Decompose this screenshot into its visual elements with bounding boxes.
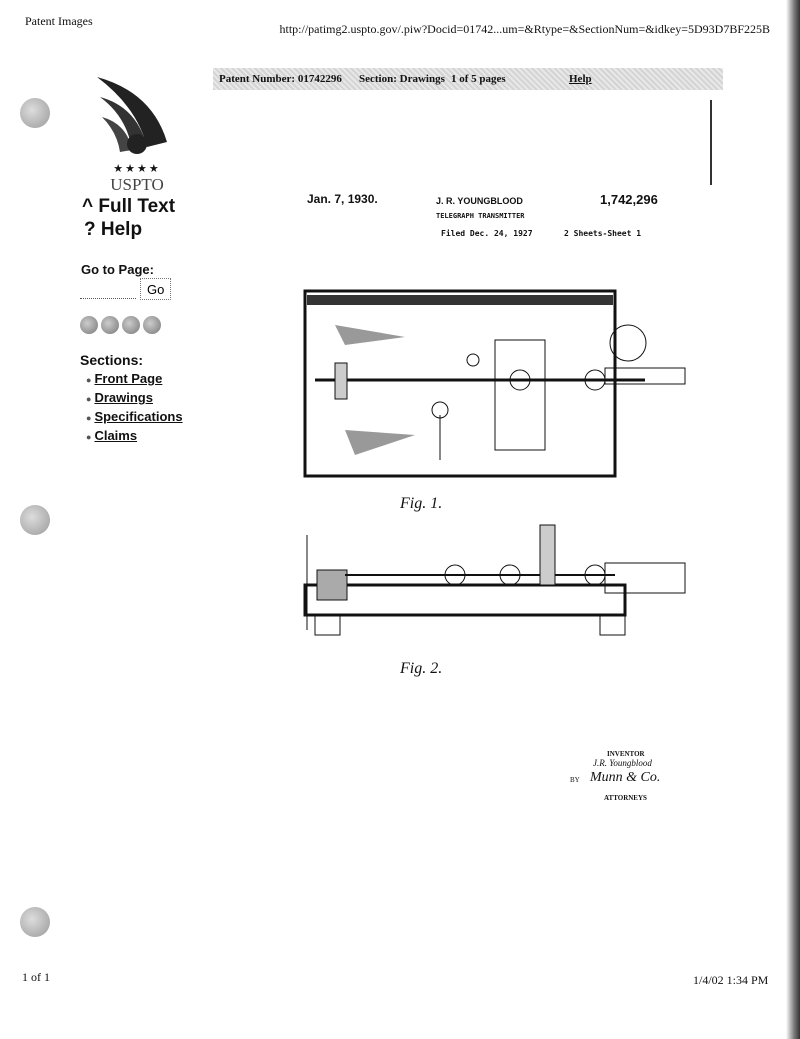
help-link[interactable]: ? Help [84, 219, 142, 241]
page-nav-buttons [80, 316, 164, 339]
patent-inventor: J. R. YOUNGBLOOD [436, 196, 523, 206]
section-specifications[interactable]: Specifications [86, 409, 182, 424]
goto-page-input[interactable] [80, 278, 136, 299]
fig2-label: Fig. 2. [400, 660, 443, 677]
first-page-button[interactable] [80, 316, 98, 334]
sections-title: Sections: [80, 352, 144, 368]
goto-label: Go to Page: [81, 262, 154, 277]
print-url: http://patimg2.uspto.gov/.piw?Docid=0174… [279, 22, 771, 36]
attorneys-label: ATTORNEYS [604, 794, 647, 802]
full-text-link[interactable]: ^ Full Text [82, 196, 175, 218]
prev-page-button[interactable] [101, 316, 119, 334]
section-label: Section: Drawings [359, 73, 445, 85]
section-claims[interactable]: Claims [86, 428, 183, 443]
attorney-signature: Munn & Co. [590, 770, 661, 785]
patent-date: Jan. 7, 1930. [307, 192, 378, 206]
patent-title: TELEGRAPH TRANSMITTER [436, 212, 525, 220]
by-label: BY [570, 776, 580, 784]
inventor-signature: J.R. Youngblood [593, 758, 652, 768]
fig1-frame [303, 289, 617, 478]
logo-text: USPTO [110, 175, 164, 194]
fig1-label: Fig. 1. [400, 495, 443, 512]
patent-number-print: 1,742,296 [600, 192, 658, 207]
punch-hole [20, 98, 50, 128]
caret-up-icon: ^ [82, 196, 99, 217]
sections-nav: Sections: Front Page Drawings Specificat… [80, 352, 183, 447]
punch-hole [20, 505, 50, 535]
sheets: 2 Sheets-Sheet 1 [564, 229, 642, 238]
punch-hole [20, 907, 50, 937]
full-text-label: Full Text [98, 196, 176, 217]
last-page-button[interactable] [143, 316, 161, 334]
eagle-icon [97, 77, 167, 154]
fig2-base [303, 583, 627, 617]
question-icon: ? [84, 219, 101, 240]
toolbar: Patent Number: 01742296 Section: Drawing… [213, 68, 723, 90]
patent-number: Patent Number: 01742296 [219, 73, 342, 85]
filed-date: Filed Dec. 24, 1927 [441, 229, 533, 238]
go-button[interactable]: Go [140, 278, 172, 300]
print-page-count: 1 of 1 [22, 970, 50, 984]
scan-edge [786, 0, 800, 1039]
section-front-page[interactable]: Front Page [86, 371, 183, 386]
uspto-logo[interactable]: ★★★★ USPTO [92, 72, 182, 194]
help-label: Help [100, 219, 143, 240]
next-page-button[interactable] [122, 316, 140, 334]
print-title: Patent Images [25, 14, 93, 28]
toolbar-help-link[interactable]: Help [569, 73, 592, 85]
section-drawings[interactable]: Drawings [86, 390, 183, 405]
scrollbar[interactable] [710, 100, 712, 185]
page-count: 1 of 5 pages [451, 73, 506, 85]
print-datetime: 1/4/02 1:34 PM [693, 973, 769, 987]
inventor-label: INVENTOR [607, 750, 645, 758]
patent-drawing [303, 289, 686, 636]
